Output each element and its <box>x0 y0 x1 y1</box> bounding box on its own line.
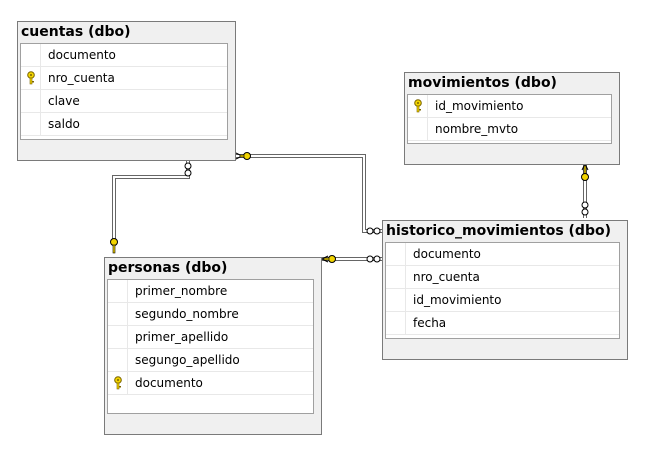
row-selector[interactable] <box>108 280 128 302</box>
column-name: id_movimiento <box>435 99 524 113</box>
rel-personas-historico[interactable] <box>320 255 382 263</box>
rel-personas-historico-key-end <box>323 255 336 263</box>
table-personas-column[interactable]: primer_apellido <box>108 326 313 349</box>
column-name: nombre_mvto <box>435 122 519 136</box>
table-cuentas-columns: documento nro_cuenta clave <box>20 43 228 140</box>
rel-cuentas-historico-key-end <box>239 152 251 160</box>
table-personas-column[interactable]: primer_nombre <box>108 280 313 303</box>
row-selector[interactable] <box>108 349 128 371</box>
rel-cuentas-historico-many-end <box>366 227 374 235</box>
table-movimientos-column[interactable]: nombre_mvto <box>408 118 611 141</box>
rel-personas-historico-many-end <box>366 255 374 263</box>
row-selector[interactable] <box>21 67 41 89</box>
column-name: documento <box>48 48 116 62</box>
column-name: primer_nombre <box>135 284 228 298</box>
rel-movimientos-historico-many-end <box>581 201 589 209</box>
rel-personas-cuentas-many-end <box>184 162 192 170</box>
table-personas-title[interactable]: personas (dbo) <box>105 258 321 279</box>
row-selector[interactable] <box>386 243 406 265</box>
column-name: fecha <box>413 316 447 330</box>
row-selector[interactable] <box>386 289 406 311</box>
table-cuentas-column[interactable]: saldo <box>21 113 227 136</box>
table-historico-movimientos-columns: documento nro_cuenta id_movimiento fecha <box>385 242 620 339</box>
rel-personas-cuentas-line <box>112 160 190 239</box>
table-personas-column[interactable]: segungo_apellido <box>108 349 313 372</box>
column-name: documento <box>413 247 481 261</box>
table-personas-column[interactable]: segundo_nombre <box>108 303 313 326</box>
column-name: primer_apellido <box>135 330 229 344</box>
row-selector[interactable] <box>21 44 41 66</box>
table-personas-columns: primer_nombre segundo_nombre primer_apel… <box>107 279 314 414</box>
column-name: segungo_apellido <box>135 353 240 367</box>
column-name: saldo <box>48 117 80 131</box>
column-name: nro_cuenta <box>48 71 115 85</box>
row-selector[interactable] <box>386 312 406 334</box>
primary-key-icon <box>27 71 35 85</box>
table-personas[interactable]: personas (dbo) primer_nombre segundo_nom… <box>104 257 322 435</box>
rel-cuentas-historico[interactable] <box>235 152 382 235</box>
rel-cuentas-historico-line <box>236 154 382 233</box>
rel-personas-cuentas-key-end <box>110 238 118 254</box>
row-selector[interactable] <box>108 326 128 348</box>
table-cuentas-column[interactable]: documento <box>21 44 227 67</box>
primary-key-icon <box>414 99 422 113</box>
table-movimientos[interactable]: movimientos (dbo) id_movimiento nombre_m… <box>404 72 620 165</box>
table-historico-movimientos-title[interactable]: historico_movimientos (dbo) <box>383 221 627 242</box>
row-selector[interactable] <box>408 95 428 117</box>
table-historico-movimientos[interactable]: historico_movimientos (dbo) documento nr… <box>382 220 628 360</box>
table-cuentas[interactable]: cuentas (dbo) documento nro_cuenta <box>17 21 236 161</box>
rel-personas-cuentas[interactable] <box>110 160 192 254</box>
column-name: documento <box>135 376 203 390</box>
column-name: segundo_nombre <box>135 307 239 321</box>
row-selector[interactable] <box>21 113 41 135</box>
row-selector[interactable] <box>108 303 128 325</box>
table-cuentas-column[interactable]: clave <box>21 90 227 113</box>
table-cuentas-title[interactable]: cuentas (dbo) <box>18 22 235 43</box>
table-historico-movimientos-column[interactable]: fecha <box>386 312 619 335</box>
row-selector[interactable] <box>408 118 428 140</box>
rel-movimientos-historico-key-end <box>581 165 589 181</box>
table-movimientos-columns: id_movimiento nombre_mvto <box>407 94 612 144</box>
primary-key-icon <box>114 376 122 390</box>
column-name: clave <box>48 94 80 108</box>
table-historico-movimientos-column[interactable]: id_movimiento <box>386 289 619 312</box>
column-name: nro_cuenta <box>413 270 480 284</box>
table-movimientos-column[interactable]: id_movimiento <box>408 95 611 118</box>
row-selector[interactable] <box>108 372 128 394</box>
table-historico-movimientos-column[interactable]: documento <box>386 243 619 266</box>
table-personas-column[interactable]: documento <box>108 372 313 395</box>
table-historico-movimientos-column[interactable]: nro_cuenta <box>386 266 619 289</box>
rel-movimientos-historico[interactable] <box>581 162 589 218</box>
column-name: id_movimiento <box>413 293 502 307</box>
table-movimientos-title[interactable]: movimientos (dbo) <box>405 73 619 94</box>
row-selector[interactable] <box>21 90 41 112</box>
table-cuentas-column[interactable]: nro_cuenta <box>21 67 227 90</box>
row-selector[interactable] <box>386 266 406 288</box>
